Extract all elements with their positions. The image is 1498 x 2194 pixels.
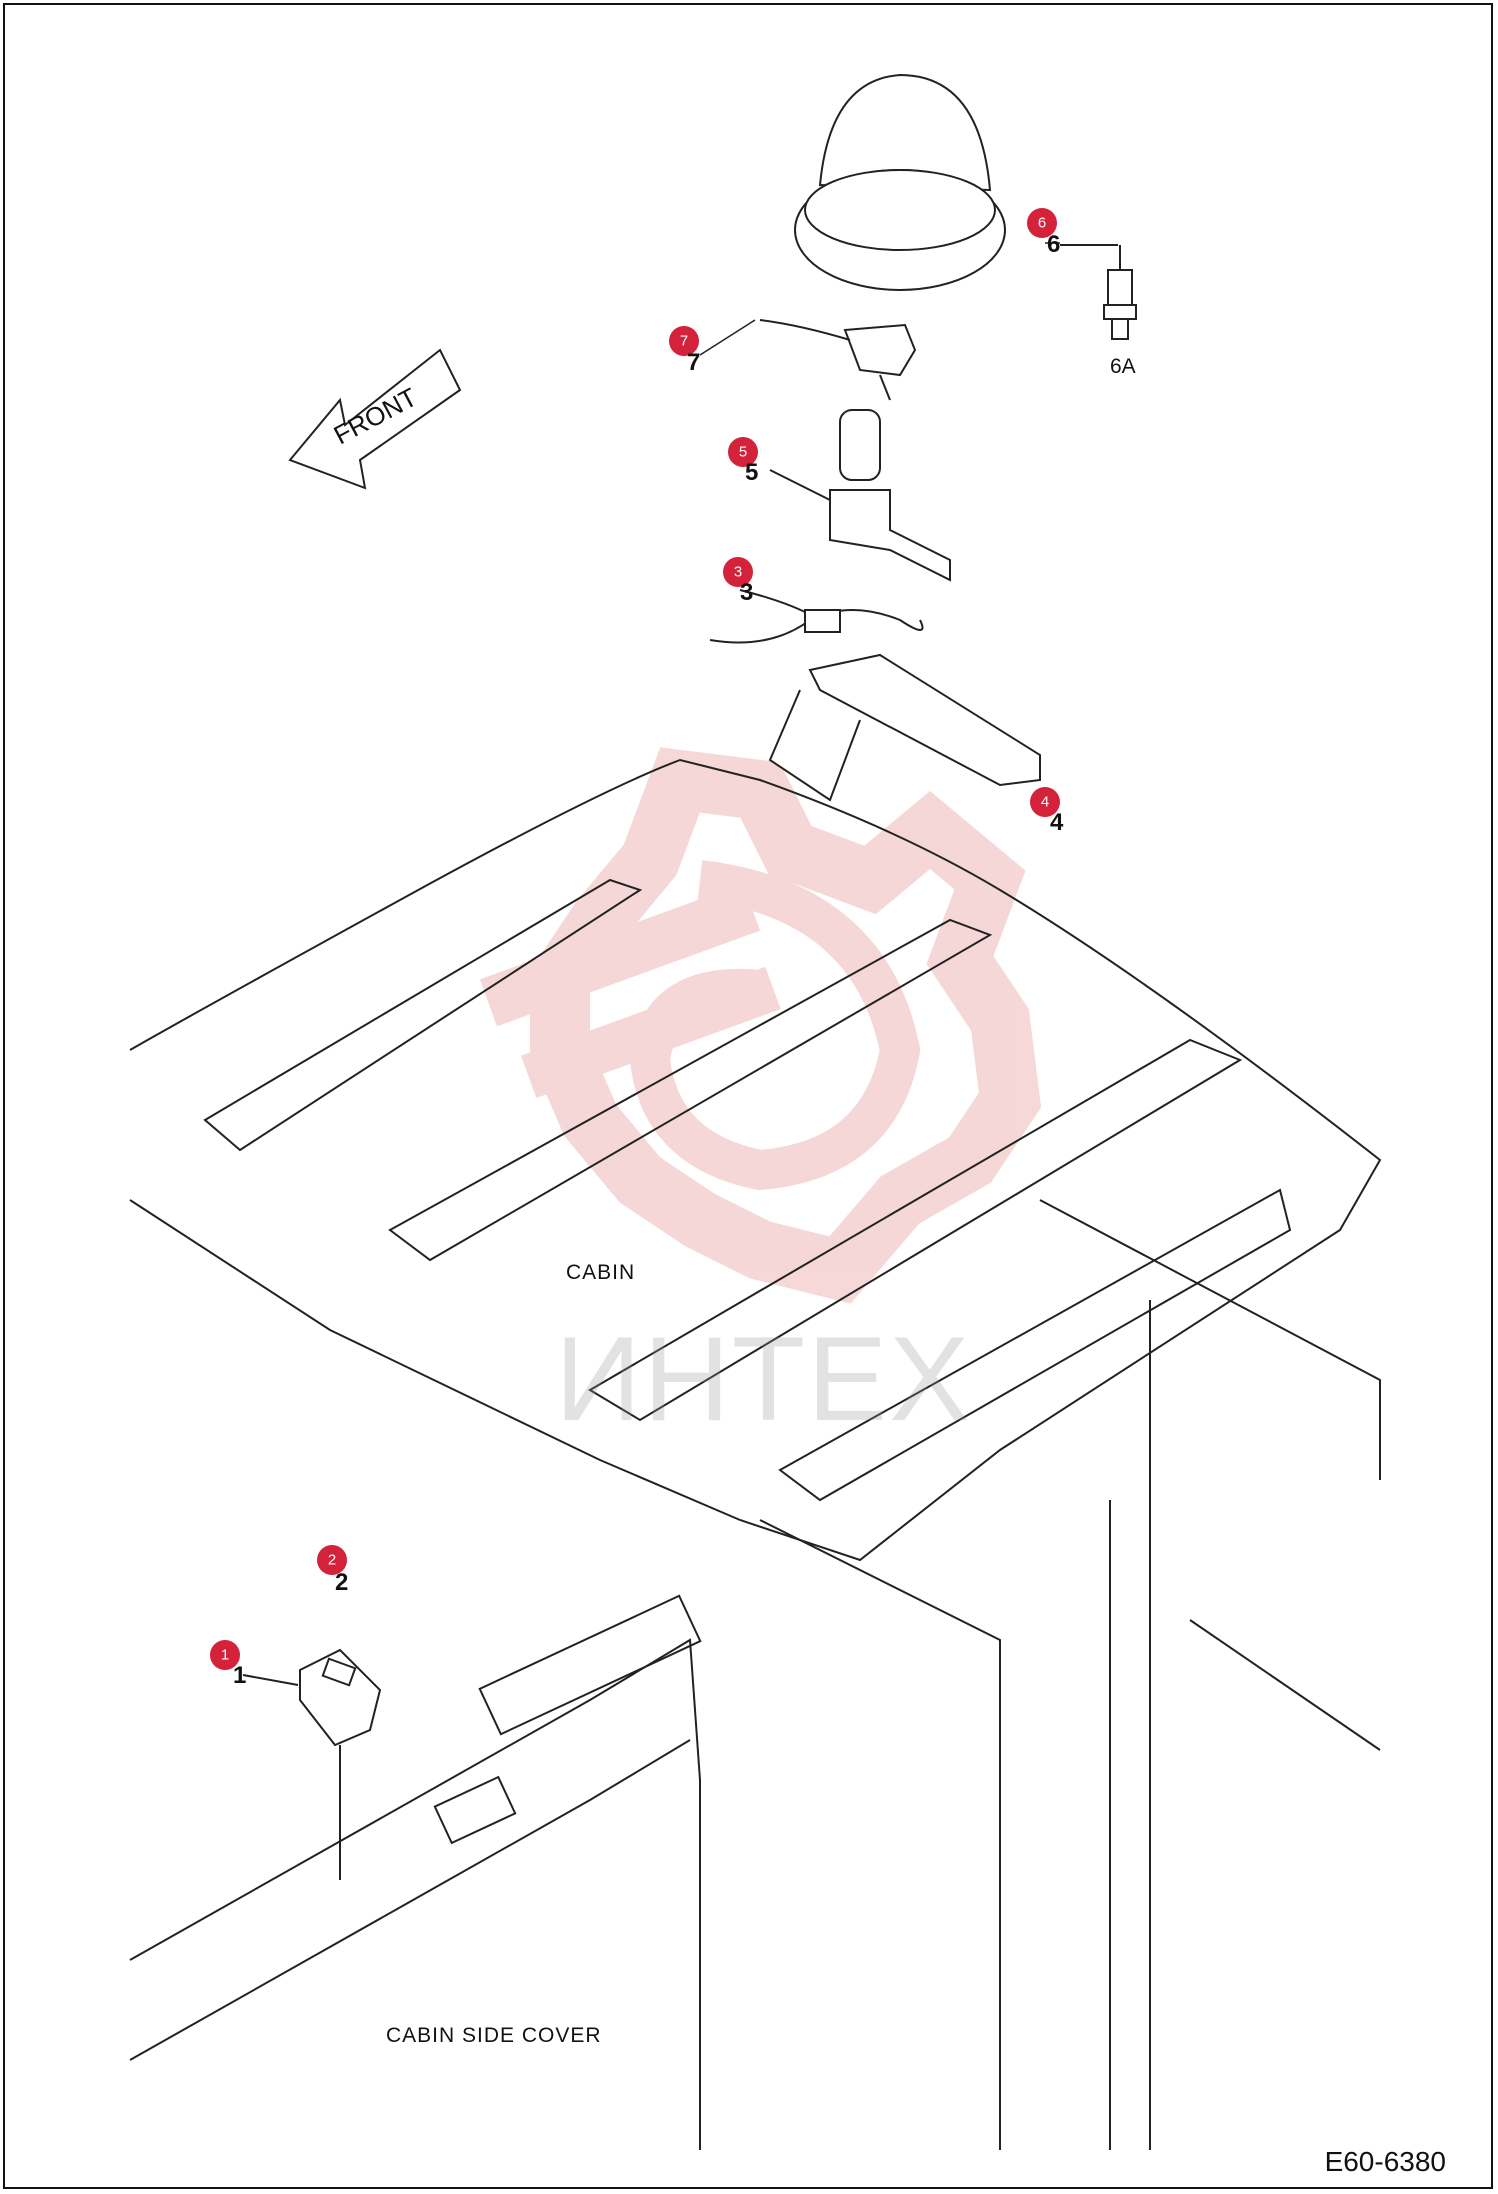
part-number-4: 4 <box>1050 809 1064 836</box>
part-number-7: 7 <box>687 349 700 376</box>
cabin-roof <box>129 758 1382 2150</box>
leader-lines <box>699 242 1060 356</box>
ref-badge-5: 5 <box>728 437 758 467</box>
svg-text:3: 3 <box>734 564 742 581</box>
cabin-label: CABIN <box>566 1261 636 1284</box>
ref-badge-1: 1 <box>210 1640 240 1670</box>
mount-post-bracket <box>769 409 951 582</box>
part-number-5: 5 <box>745 459 758 486</box>
svg-text:5: 5 <box>739 444 747 461</box>
rocker-switch <box>242 1648 382 1880</box>
ref-badge-4: 4 <box>1030 787 1060 817</box>
ref-badge-2: 2 <box>317 1545 347 1575</box>
part-number-2: 2 <box>335 1569 348 1596</box>
bulb-label: 6A <box>1110 355 1136 378</box>
svg-text:1: 1 <box>221 1647 229 1664</box>
beacon-lamp <box>759 73 1006 401</box>
svg-text:4: 4 <box>1041 794 1049 811</box>
part-number-6: 6 <box>1047 231 1060 258</box>
bulb-6a <box>1060 244 1137 340</box>
diagram-frame <box>3 3 1493 2189</box>
front-label: FRONT <box>329 382 422 451</box>
wiring-harness <box>709 589 924 644</box>
mount-plate <box>768 653 1041 802</box>
part-number-1: 1 <box>233 1662 246 1689</box>
svg-text:6: 6 <box>1038 215 1046 232</box>
front-arrow: FRONT <box>288 348 462 490</box>
watermark-text: ИНТЕХ <box>555 1312 972 1446</box>
watermark-logo <box>479 747 1042 1304</box>
cabin-side-cover-label: CABIN SIDE COVER <box>386 2024 602 2047</box>
cabin-side-cover <box>129 1594 702 2150</box>
ref-badge-6: 6 <box>1027 208 1057 238</box>
diagram-code: E60-6380 <box>1324 2146 1446 2177</box>
ref-badge-7: 7 <box>669 326 699 356</box>
svg-text:2: 2 <box>328 1552 336 1569</box>
ref-badge-3: 3 <box>723 557 753 587</box>
part-number-3: 3 <box>740 579 753 606</box>
svg-text:7: 7 <box>680 333 688 350</box>
